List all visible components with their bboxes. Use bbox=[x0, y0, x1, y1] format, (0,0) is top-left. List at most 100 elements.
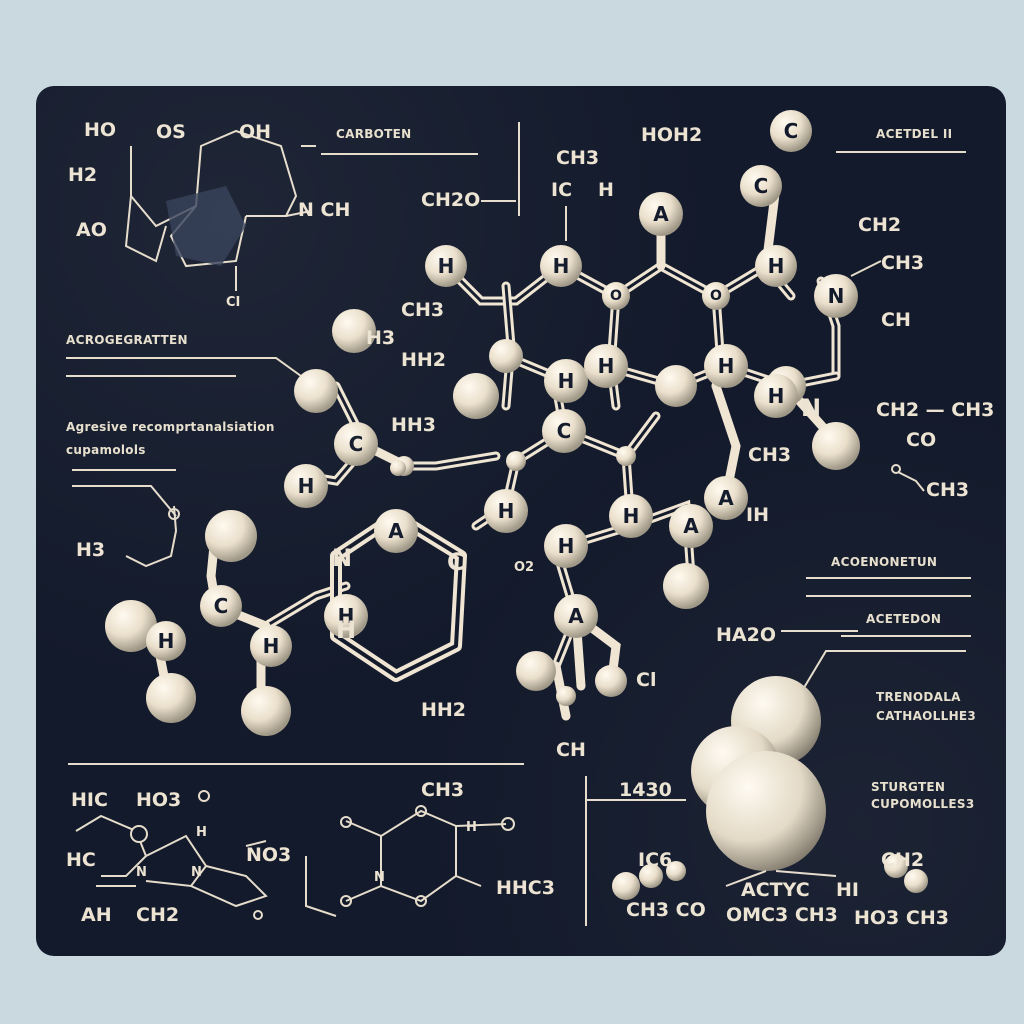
svg-text:H: H bbox=[338, 604, 355, 628]
svg-text:ACETDEL II: ACETDEL II bbox=[876, 127, 952, 141]
atom bbox=[294, 369, 338, 413]
atom: H bbox=[544, 359, 588, 403]
svg-text:ACOENONETUN: ACOENONETUN bbox=[831, 555, 937, 569]
ch2o-label: CH2O bbox=[421, 189, 480, 211]
hoh2-label: HOH2 bbox=[641, 124, 702, 146]
h2-label: H2 bbox=[68, 164, 97, 186]
svg-text:A: A bbox=[718, 486, 734, 510]
atom bbox=[506, 451, 526, 471]
svg-text:H: H bbox=[558, 369, 575, 393]
atom: A bbox=[704, 476, 748, 520]
atom: A bbox=[374, 509, 418, 553]
diagram-board: HO OS OH H2 AO N CH CI CARBOTEN CH2O ACE… bbox=[36, 86, 1006, 956]
atom: H bbox=[324, 594, 368, 638]
svg-text:H: H bbox=[298, 474, 315, 498]
svg-text:H: H bbox=[718, 354, 735, 378]
ho-label: HO bbox=[84, 119, 116, 141]
atom: H bbox=[609, 494, 653, 538]
atom bbox=[616, 446, 636, 466]
svg-text:C: C bbox=[557, 419, 572, 443]
co-label: CO bbox=[906, 429, 936, 451]
n-bot-label-2: N bbox=[136, 865, 147, 880]
svg-text:C: C bbox=[784, 119, 799, 143]
atom: H bbox=[425, 245, 467, 287]
svg-text:CARBOTEN: CARBOTEN bbox=[336, 127, 412, 141]
svg-text:A: A bbox=[568, 604, 584, 628]
svg-text:C: C bbox=[754, 174, 769, 198]
ch-right-label: CH2 bbox=[881, 849, 924, 871]
n-ch-right-label: CH bbox=[881, 309, 911, 331]
left-fragment: H3 bbox=[76, 505, 180, 568]
h-top-label: H bbox=[598, 179, 614, 201]
svg-text:N: N bbox=[828, 284, 845, 308]
atom: A bbox=[639, 192, 683, 236]
ha2o-label: HA2O bbox=[716, 624, 776, 646]
n-botmid-label: N bbox=[374, 870, 385, 885]
ring-c-label: C bbox=[447, 548, 465, 576]
atom: H bbox=[332, 309, 376, 353]
atom: H bbox=[250, 625, 292, 667]
atom: H bbox=[146, 621, 186, 661]
svg-text:H: H bbox=[553, 254, 570, 278]
svg-text:H: H bbox=[498, 499, 515, 523]
atom: H bbox=[755, 245, 797, 287]
atom bbox=[105, 600, 157, 652]
h3-left-label: H3 bbox=[76, 539, 105, 561]
ci-label: CI bbox=[226, 295, 240, 310]
o2-label: O2 bbox=[514, 560, 534, 575]
svg-text:CATHAOLLHE3: CATHAOLLHE3 bbox=[876, 709, 976, 723]
ch2-botleft-label: CH2 bbox=[136, 904, 179, 926]
n-ch-label: N CH bbox=[298, 199, 350, 221]
acty-label: ACTYC bbox=[741, 879, 810, 901]
atom bbox=[241, 686, 291, 736]
ch3-botmid-label: CH3 bbox=[421, 779, 464, 801]
svg-text:H: H bbox=[558, 534, 575, 558]
svg-text:ACETEDON: ACETEDON bbox=[866, 612, 941, 626]
bottom-left-structure: HIC HO3 HC NO3 AH CH2 N N H bbox=[66, 789, 291, 926]
caption-carboten: CARBOTEN bbox=[321, 127, 478, 155]
caption-sturgten: STURGTEN CUPOMOLLES3 bbox=[871, 780, 974, 811]
svg-text:H: H bbox=[158, 629, 175, 653]
atom bbox=[812, 422, 860, 470]
ch3-top-label: CH3 bbox=[556, 147, 599, 169]
atom bbox=[663, 563, 709, 609]
svg-text:H: H bbox=[768, 384, 785, 408]
atom bbox=[390, 460, 406, 476]
svg-text:H: H bbox=[598, 354, 615, 378]
atom bbox=[205, 510, 257, 562]
atom: H bbox=[754, 374, 798, 418]
svg-text:STURGTEN: STURGTEN bbox=[871, 780, 945, 794]
svg-text:Agresive recomprtanalsiation: Agresive recomprtanalsiation bbox=[66, 420, 275, 434]
ring-n-label: N bbox=[332, 544, 352, 572]
topleft-structure: HO OS OH H2 AO N CH CI bbox=[68, 119, 350, 310]
svg-text:TRENODALA: TRENODALA bbox=[876, 690, 961, 704]
caption-acrogegratten: ACROGEGRATTEN bbox=[66, 333, 302, 377]
bottom-middle-structure: CH3 N H HHC3 bbox=[305, 779, 555, 917]
svg-text:ACROGEGRATTEN: ACROGEGRATTEN bbox=[66, 333, 188, 347]
ic-label: IC bbox=[551, 179, 572, 201]
svg-text:CUPOMOLLES3: CUPOMOLLES3 bbox=[871, 797, 974, 811]
atom: C bbox=[542, 409, 586, 453]
atom: O bbox=[702, 282, 730, 310]
ring-n2-label: N bbox=[801, 394, 821, 422]
hc-label: HC bbox=[66, 849, 96, 871]
svg-text:O: O bbox=[610, 288, 622, 304]
svg-text:A: A bbox=[653, 202, 669, 226]
atom: A bbox=[554, 594, 598, 638]
atom bbox=[489, 339, 523, 373]
n-bot-label: N bbox=[191, 865, 202, 880]
ring-a-label: A bbox=[388, 519, 404, 543]
cl-label: Cl bbox=[636, 669, 656, 691]
ch3-co-label: CH3 bbox=[926, 479, 969, 501]
caption-acetdel: ACETDEL II bbox=[836, 127, 966, 153]
atom bbox=[655, 365, 697, 407]
hh2-bottom-label: HH2 bbox=[421, 699, 466, 721]
hic-label: HIC bbox=[71, 789, 108, 811]
space-filling-model bbox=[691, 676, 837, 887]
h3-label: H3 bbox=[366, 327, 395, 349]
atom: O bbox=[602, 282, 630, 310]
svg-text:cupamolols: cupamolols bbox=[66, 443, 146, 457]
no3-label: NO3 bbox=[246, 844, 291, 866]
svg-text:H: H bbox=[768, 254, 785, 278]
atom: C bbox=[770, 110, 812, 152]
